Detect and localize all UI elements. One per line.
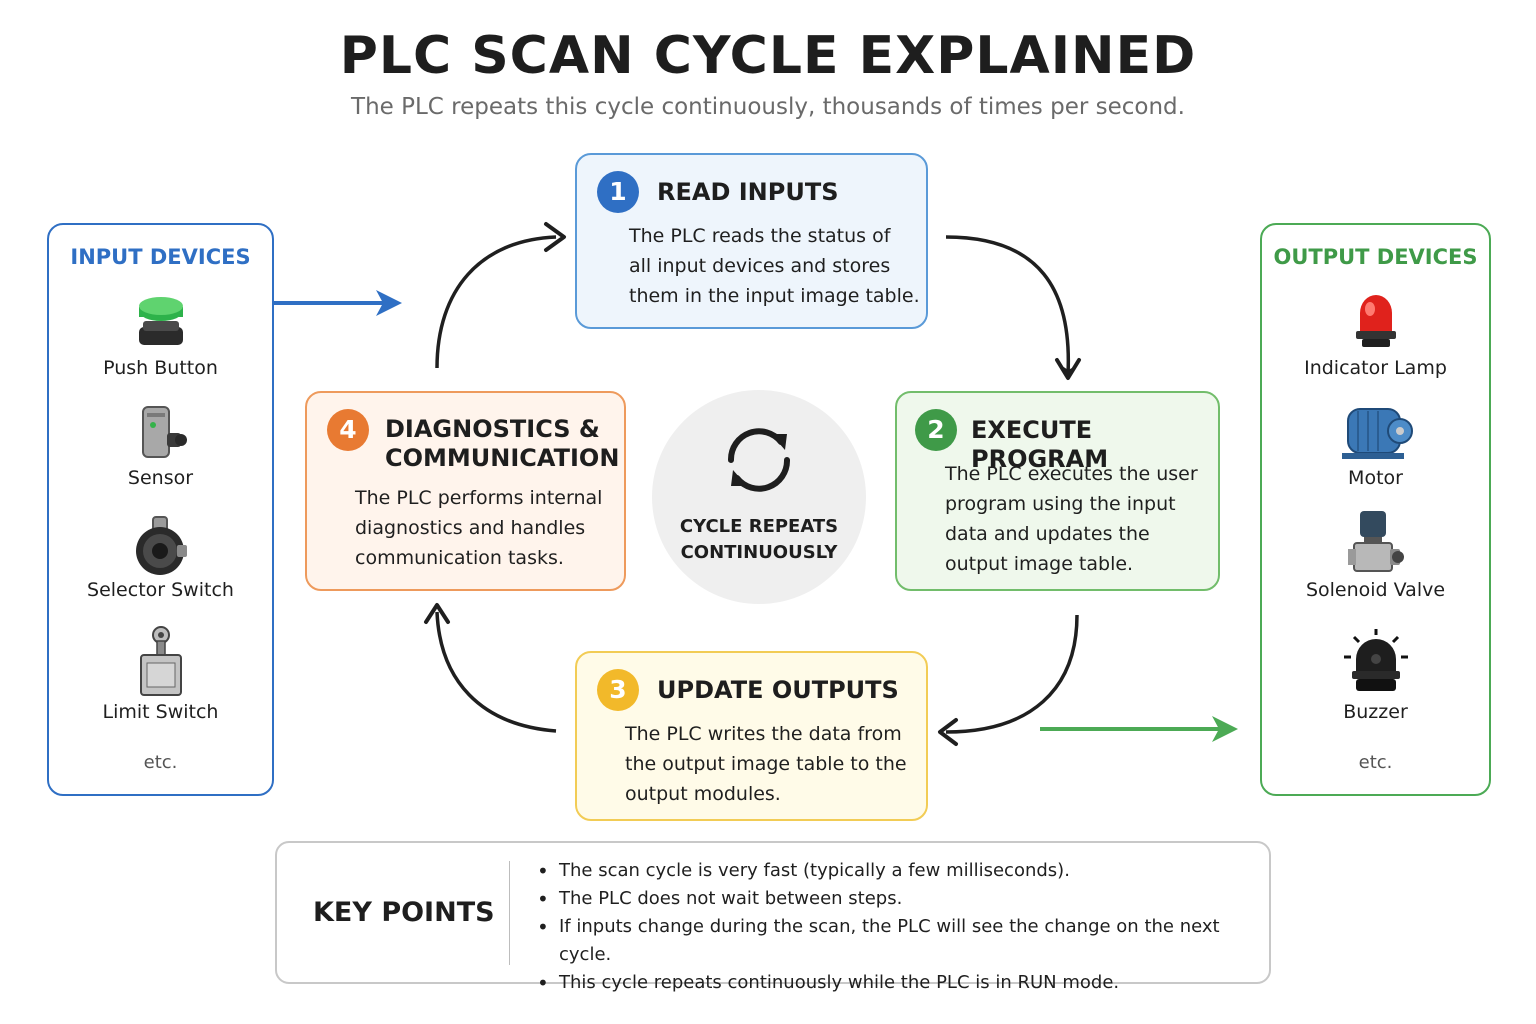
cycle-center: CYCLE REPEATS CONTINUOUSLY bbox=[652, 390, 866, 604]
step-number-badge: 1 bbox=[597, 171, 639, 213]
step-description: The PLC reads the status of all input de… bbox=[629, 225, 920, 307]
arrow-diagnostics-to-read bbox=[435, 235, 557, 369]
step-execute-program: 2 EXECUTE PROGRAM The PLC executes the u… bbox=[895, 391, 1220, 591]
list-item: If inputs change during the scan, the PL… bbox=[535, 913, 1269, 969]
device-label: Limit Switch bbox=[102, 701, 219, 723]
arrow-execute-to-update bbox=[945, 614, 1079, 734]
device-label: Selector Switch bbox=[87, 579, 234, 601]
output-etc: etc. bbox=[1358, 752, 1393, 773]
step-title: READ INPUTS bbox=[657, 178, 839, 206]
device-solenoid-valve: Solenoid Valve bbox=[1262, 509, 1489, 601]
input-devices-panel: INPUT DEVICES Push Button Sensor Selec bbox=[47, 223, 274, 796]
step-description: The PLC executes the user program using … bbox=[945, 463, 1198, 575]
key-points-divider bbox=[509, 861, 510, 965]
step-description: The PLC performs internal diagnostics an… bbox=[355, 487, 603, 569]
arrow-update-to-diagnostics bbox=[435, 611, 557, 733]
device-label: Push Button bbox=[103, 357, 218, 379]
page-subtitle: The PLC repeats this cycle continuously,… bbox=[351, 94, 1185, 120]
device-label: Motor bbox=[1348, 467, 1403, 489]
device-limit-switch: Limit Switch bbox=[49, 625, 272, 723]
output-devices-title: OUTPUT DEVICES bbox=[1273, 245, 1478, 269]
cycle-text: CYCLE REPEATS CONTINUOUSLY bbox=[679, 516, 839, 563]
device-label: Indicator Lamp bbox=[1304, 357, 1447, 379]
page-title: PLC SCAN CYCLE EXPLAINED bbox=[339, 26, 1197, 86]
cycle-arrows-icon bbox=[727, 428, 791, 492]
limit-switch-icon bbox=[139, 626, 182, 696]
selector-switch-icon bbox=[135, 516, 187, 575]
list-item: This cycle repeats continuously while th… bbox=[535, 969, 1269, 997]
step-read-inputs: 1 READ INPUTS The PLC reads the status o… bbox=[575, 153, 928, 329]
step-title: EXECUTE PROGRAM bbox=[971, 416, 1109, 473]
buzzer-icon bbox=[1343, 629, 1408, 691]
arrow-read-to-execute bbox=[945, 235, 1074, 377]
output-devices-panel: OUTPUT DEVICES Indicator Lamp Motor bbox=[1260, 223, 1491, 796]
motor-icon bbox=[1341, 408, 1413, 459]
key-points-box: KEY POINTS The scan cycle is very fast (… bbox=[275, 841, 1271, 997]
list-item: The scan cycle is very fast (typically a… bbox=[535, 857, 1269, 885]
sensor-icon bbox=[141, 406, 187, 458]
step-number-badge: 2 bbox=[915, 409, 957, 451]
input-devices-title: INPUT DEVICES bbox=[70, 245, 251, 269]
push-button-icon bbox=[138, 297, 183, 345]
step-diagnostics-communication: 4 DIAGNOSTICS & COMMUNICATION The PLC pe… bbox=[305, 391, 626, 591]
device-selector-switch: Selector Switch bbox=[49, 515, 272, 601]
device-label: Solenoid Valve bbox=[1305, 579, 1446, 601]
input-etc: etc. bbox=[143, 752, 178, 773]
device-indicator-lamp: Indicator Lamp bbox=[1262, 291, 1489, 379]
step-number-badge: 3 bbox=[597, 669, 639, 711]
step-number-badge: 4 bbox=[327, 409, 369, 451]
step-title: UPDATE OUTPUTS bbox=[657, 676, 899, 704]
device-label: Sensor bbox=[127, 467, 194, 489]
key-points-list: The scan cycle is very fast (typically a… bbox=[535, 857, 1269, 997]
list-item: The PLC does not wait between steps. bbox=[535, 885, 1269, 913]
device-motor: Motor bbox=[1262, 403, 1489, 489]
device-push-button: Push Button bbox=[49, 293, 272, 379]
indicator-lamp-icon bbox=[1355, 295, 1396, 347]
solenoid-valve-icon bbox=[1347, 511, 1404, 572]
step-update-outputs: 3 UPDATE OUTPUTS The PLC writes the data… bbox=[575, 651, 928, 821]
device-buzzer: Buzzer bbox=[1262, 627, 1489, 723]
device-label: Buzzer bbox=[1343, 701, 1408, 723]
device-sensor: Sensor bbox=[49, 403, 272, 489]
key-points-title: KEY POINTS bbox=[313, 897, 495, 928]
step-description: The PLC writes the data from the output … bbox=[625, 723, 907, 805]
step-title: DIAGNOSTICS & COMMUNICATION bbox=[385, 415, 620, 472]
